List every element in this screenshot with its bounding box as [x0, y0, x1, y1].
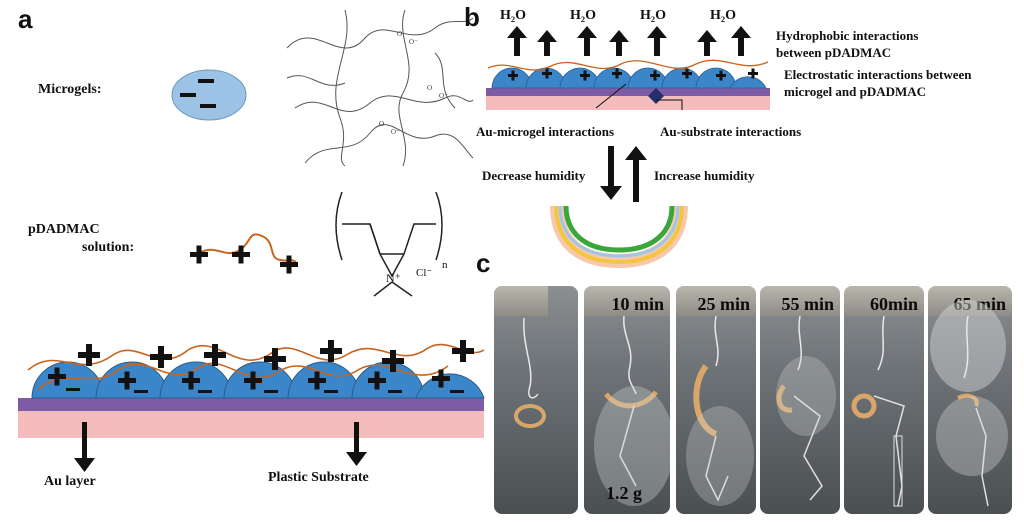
- photo-0min: [494, 286, 578, 514]
- minus-signs: [66, 388, 464, 393]
- time-label: 60min: [869, 294, 918, 314]
- panel-label-c: c: [476, 248, 491, 278]
- au-microgel-label: Au-microgel interactions: [476, 124, 615, 139]
- photo-55min: 55 min: [760, 286, 840, 514]
- time-label: 55 min: [781, 294, 834, 314]
- water-label-3: H₂O: [640, 8, 666, 23]
- electrostatic-label-line2: microgel and pDADMAC: [784, 84, 927, 99]
- chloride-ion: Cl⁻: [416, 267, 432, 279]
- au-layer: [18, 398, 484, 411]
- water-arrows: [507, 26, 751, 56]
- water-label-1: H₂O: [500, 8, 526, 23]
- au-substrate-label: Au-substrate interactions: [660, 124, 802, 139]
- photo-65min: 65 min: [928, 286, 1012, 514]
- subscript-n: n: [442, 259, 448, 271]
- plastic-substrate-layer: [18, 410, 484, 438]
- panel-label-b: b: [464, 2, 480, 32]
- mass-label: 1.2 g: [606, 483, 642, 503]
- carboxylate-ominus-1: O⁻: [409, 38, 418, 46]
- plus-signs: [48, 340, 474, 390]
- photo-60min: 60min: [844, 286, 924, 514]
- water-label-2: H₂O: [570, 8, 596, 23]
- carboxylate-ominus-2: O⁻: [439, 92, 448, 100]
- panel-label-a: a: [18, 4, 33, 34]
- carboxylate-o-3: O: [379, 120, 384, 128]
- photo-10min: 10 min 1.2 g: [584, 286, 670, 514]
- composite-film-diagram: [18, 340, 485, 472]
- plastic-substrate-label: Plastic Substrate: [268, 470, 369, 485]
- microgels-label: Microgels:: [38, 82, 102, 97]
- au-layer-label: Au layer: [44, 474, 96, 489]
- pdadmac-structure-diagram: N⁺ Cl⁻ n: [335, 191, 448, 297]
- hydrophobic-label-line2: between pDADMAC: [776, 45, 892, 60]
- pdadmac-chain-diagram: [190, 233, 298, 274]
- decrease-humidity-label: Decrease humidity: [482, 168, 586, 183]
- humidity-film-diagram: [486, 26, 770, 110]
- nitrogen-atom: N⁺: [386, 271, 401, 285]
- water-label-4: H₂O: [710, 8, 736, 23]
- photo-25min: 25 min: [676, 286, 756, 514]
- hydrophobic-label-line1: Hydrophobic interactions: [776, 28, 919, 43]
- increase-humidity-label: Increase humidity: [654, 168, 755, 183]
- pdadmac-label-line2: solution:: [82, 240, 135, 255]
- time-label: 65 min: [953, 294, 1006, 314]
- electrostatic-label-line1: Electrostatic interactions between: [784, 67, 972, 82]
- pdadmac-label-line1: pDADMAC: [28, 222, 100, 237]
- label-arrows: [74, 422, 367, 472]
- time-label: 25 min: [697, 294, 750, 314]
- microgel-ellipse: [171, 69, 247, 121]
- microgel-network-diagram: O O⁻ O O⁻ O O⁻: [286, 9, 474, 167]
- time-label: 10 min: [611, 294, 664, 314]
- humidity-arrows: [600, 146, 647, 202]
- carboxylate-ominus-3: O⁻: [391, 128, 400, 136]
- carboxylate-o-2: O: [427, 84, 432, 92]
- curled-film-diagram: [550, 205, 688, 268]
- carboxylate-o-1: O: [397, 30, 402, 38]
